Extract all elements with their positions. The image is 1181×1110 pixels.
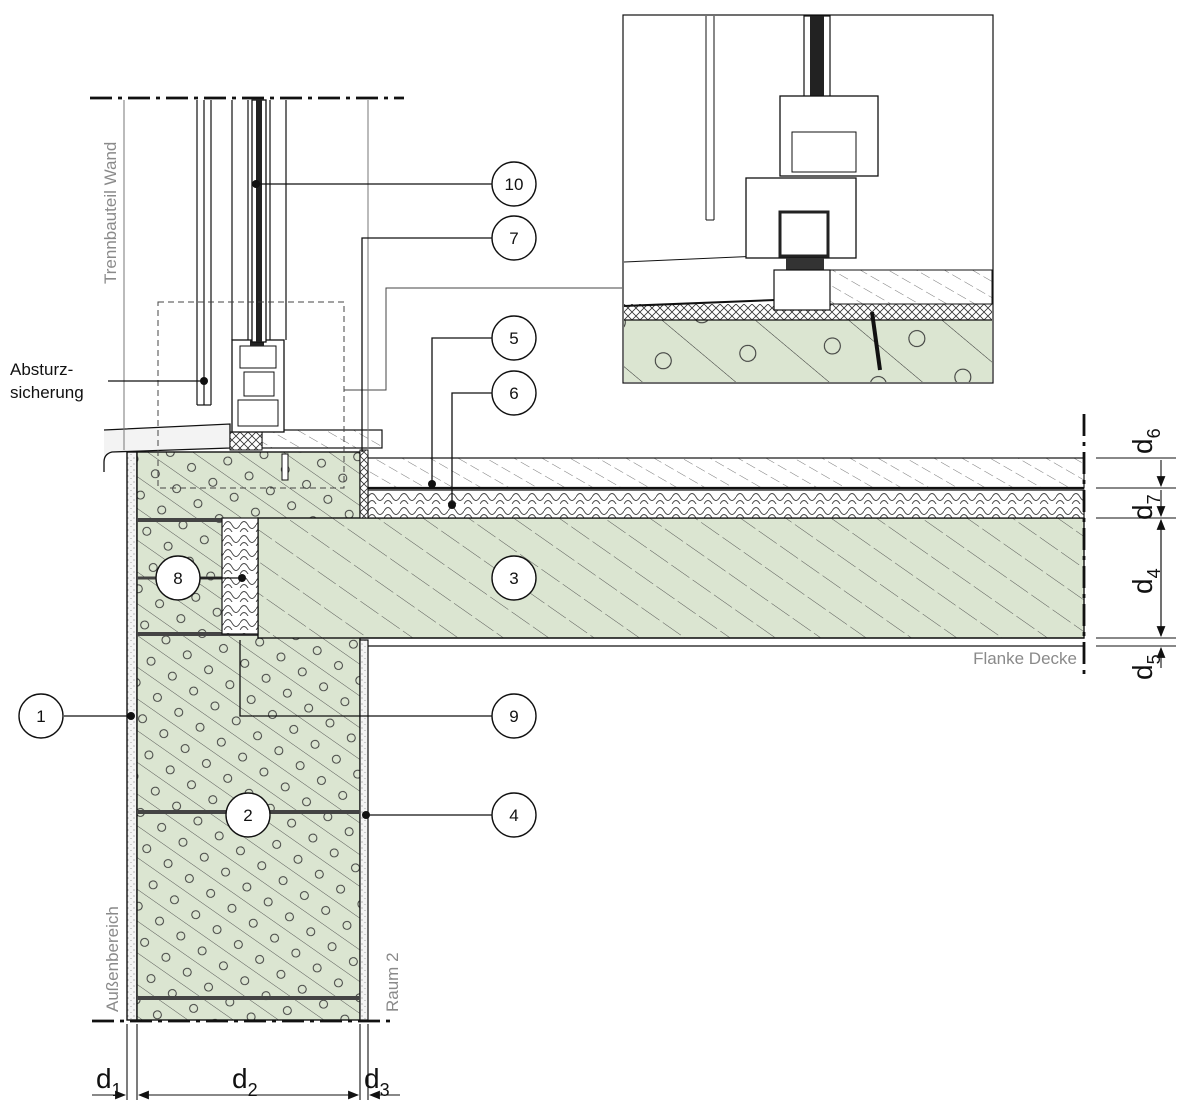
fall-protection-rail	[196, 100, 212, 406]
callout-5-label: 5	[509, 329, 518, 348]
callout-3: 3	[491, 555, 537, 601]
callout-10-label: 10	[505, 175, 524, 194]
edge-strip	[359, 449, 369, 519]
interior-window-board	[261, 429, 383, 449]
callout-markers: 1 2 3 4 5 6 7 8	[18, 161, 537, 838]
callout-9: 9	[491, 693, 537, 739]
window-connection-seal	[229, 431, 263, 451]
callout-1-label: 1	[36, 707, 45, 726]
impact-insulation-layer	[367, 489, 1085, 519]
callout-7: 7	[491, 215, 537, 261]
callout-6: 6	[491, 370, 537, 416]
anchor-dowel	[281, 453, 289, 481]
detail-leader-line	[344, 287, 622, 391]
label-aussenbereich: Außenbereich	[103, 906, 122, 1012]
callout-1: 1	[18, 693, 64, 739]
concrete-slab	[257, 517, 1085, 639]
callout-4-label: 4	[509, 806, 518, 825]
detail-frame-marker	[157, 301, 345, 489]
screed-layer	[367, 457, 1085, 489]
dim-d4-label: d4	[1127, 568, 1164, 594]
inset-insulation	[624, 304, 992, 320]
glazing-panes	[231, 99, 287, 343]
inset-window-board	[829, 269, 993, 305]
callout-6-label: 6	[509, 384, 518, 403]
label-absturz-line2: sicherung	[10, 383, 84, 402]
callout-8-label: 8	[173, 569, 182, 588]
callout-4: 4	[491, 792, 537, 838]
dim-d7-label: d7	[1127, 494, 1164, 520]
inset-slab	[624, 320, 992, 382]
inset-detail	[622, 14, 994, 384]
dim-d3-label: d3	[364, 1063, 390, 1100]
callout-3-label: 3	[509, 569, 518, 588]
dimension-labels: d1 d2 d3 d6 d7 d4 d5	[96, 428, 1164, 1100]
callout-leaders	[64, 183, 492, 816]
window-frame-profile	[231, 339, 285, 433]
callout-10: 10	[491, 161, 537, 207]
callout-2-label: 2	[243, 806, 252, 825]
callout-9-label: 9	[509, 707, 518, 726]
callout-8: 8	[155, 555, 201, 601]
dim-d5-label: d5	[1127, 654, 1164, 680]
exterior-window-sill	[103, 423, 231, 472]
label-raum-2: Raum 2	[383, 952, 402, 1012]
dim-d1-label: d1	[96, 1063, 122, 1100]
inner-plaster-layer	[359, 639, 369, 1021]
dimension-lines	[92, 457, 1176, 1100]
callout-5: 5	[491, 315, 537, 361]
label-trennbauteil-wand: Trennbauteil Wand	[101, 142, 120, 284]
outer-plaster-layer	[126, 451, 138, 1021]
callout-7-label: 7	[509, 229, 518, 248]
label-flanke-decke: Flanke Decke	[973, 649, 1077, 668]
dim-d6-label: d6	[1127, 428, 1164, 454]
dim-d2-label: d2	[232, 1063, 258, 1100]
leader-dots	[127, 180, 456, 819]
callout-2: 2	[225, 792, 271, 838]
label-absturz-line1: Absturz-	[10, 360, 73, 379]
